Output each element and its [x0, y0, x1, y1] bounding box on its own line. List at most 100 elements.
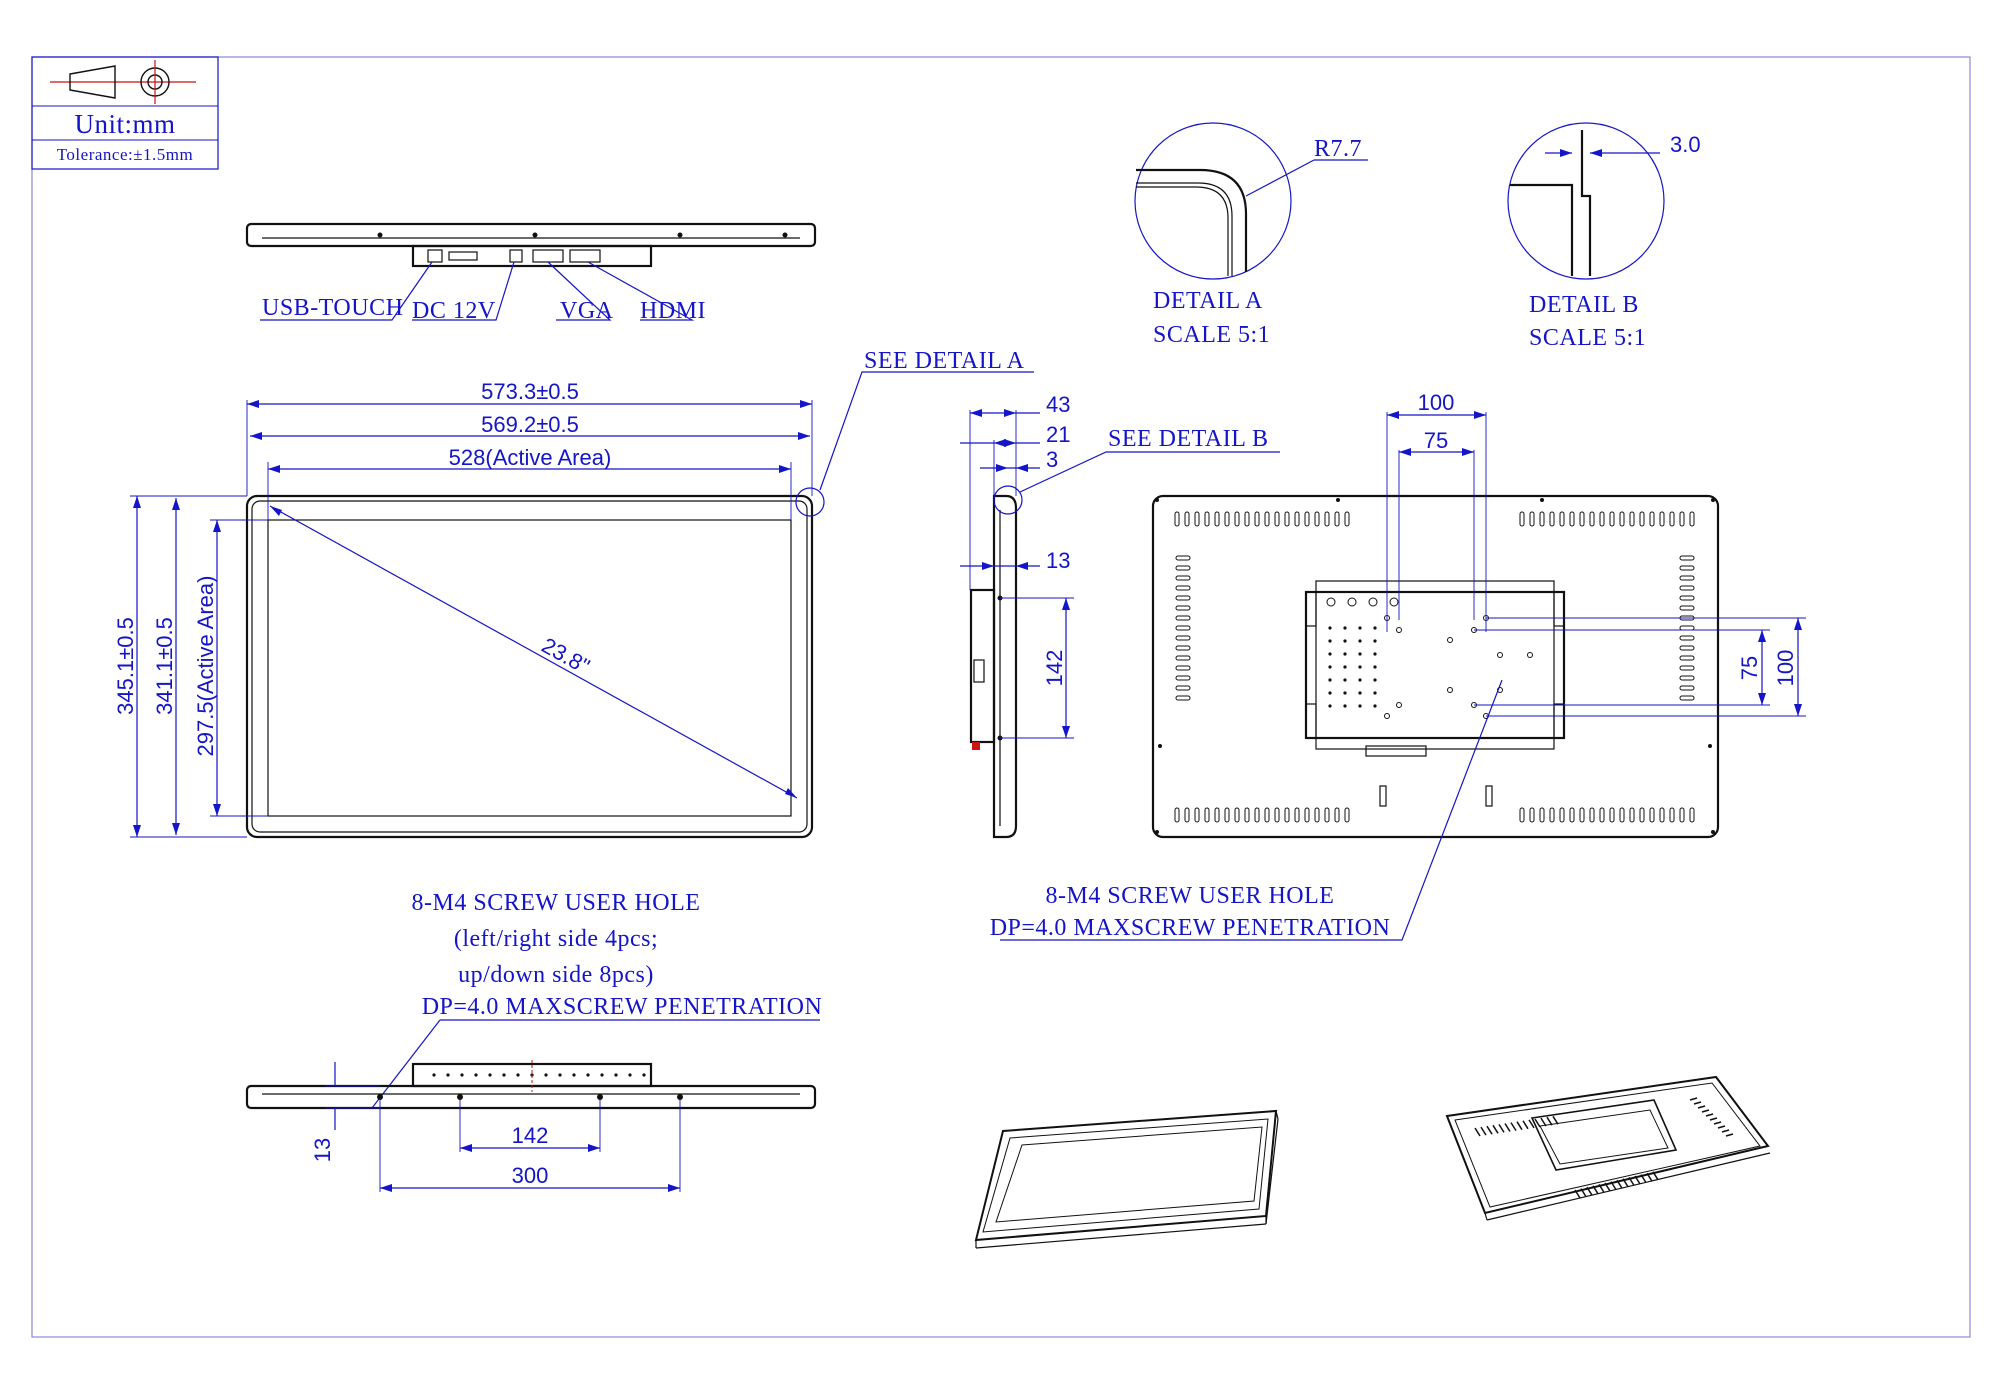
vent-slot — [1679, 605, 1695, 611]
hdmi-port — [569, 249, 601, 263]
iso-vent — [1580, 1188, 1587, 1197]
vent-slot — [1529, 807, 1535, 823]
bottom-hole — [474, 1073, 478, 1077]
vent-slot — [1679, 555, 1695, 561]
iso-vent — [1552, 1115, 1559, 1125]
bracket-hole — [1343, 704, 1347, 708]
side-hole-spacing-label: 142 — [1042, 650, 1067, 687]
vent-slot — [1689, 511, 1695, 527]
vent-slot — [1175, 615, 1191, 621]
vent-slot — [1174, 807, 1180, 823]
iso-vent — [1721, 1129, 1730, 1133]
vent-slot — [1194, 807, 1200, 823]
width-outer-label: 573.3±0.5 — [481, 379, 579, 404]
active-area — [267, 519, 792, 817]
bracket-hole — [1328, 678, 1332, 682]
vent-slot — [1649, 511, 1655, 527]
iso-vent — [1701, 1109, 1710, 1113]
vent-slot — [1214, 511, 1220, 527]
bracket-hole — [1343, 678, 1347, 682]
vent-slot — [1314, 807, 1320, 823]
vent-slot — [1324, 807, 1330, 823]
detail-a-radius-label: R7.7 — [1314, 136, 1362, 162]
hdmi-label: HDMI — [640, 298, 706, 324]
detail-a-title: DETAIL A — [1153, 288, 1263, 314]
width-active-label: 528(Active Area) — [449, 445, 612, 470]
iso-vent — [1610, 1181, 1617, 1190]
vent-slot — [1334, 807, 1340, 823]
iso-vent — [1717, 1125, 1726, 1129]
bracket-hole — [1343, 639, 1347, 643]
vent-slot — [1609, 511, 1615, 527]
bottom-note-line4: DP=4.0 MAXSCREW PENETRATION — [422, 994, 823, 1020]
bottom-bracket-holes — [432, 1060, 646, 1092]
rear-note-line2: DP=4.0 MAXSCREW PENETRATION — [990, 915, 1391, 941]
detail-b-callout-circle — [993, 485, 1023, 515]
top-view-body — [245, 222, 817, 248]
vent-slot — [1174, 511, 1180, 527]
bracket-hole — [1328, 639, 1332, 643]
vent-slot — [1679, 685, 1695, 691]
vent-slot — [1689, 807, 1695, 823]
bracket-hole — [1358, 639, 1362, 643]
vent-slot — [1589, 807, 1595, 823]
vesa-h-inner-label: 75 — [1424, 428, 1448, 453]
bracket-hole — [1373, 652, 1377, 656]
bottom-hole — [586, 1073, 590, 1077]
vent-slot — [1224, 511, 1230, 527]
bracket-hole — [1373, 665, 1377, 669]
corner-screw — [1336, 498, 1340, 502]
diagonal-dimension-line — [269, 505, 798, 799]
vent-slot — [1629, 807, 1635, 823]
iso-vent — [1725, 1133, 1734, 1137]
vent-slot — [1599, 807, 1605, 823]
tolerance-label: Tolerance:±1.5mm — [57, 145, 194, 164]
bottom-hole — [558, 1073, 562, 1077]
rear-note-line1: 8-M4 SCREW USER HOLE — [1046, 883, 1335, 909]
vent-slot — [1569, 511, 1575, 527]
vent-slot — [1669, 807, 1675, 823]
iso-vent — [1486, 1125, 1493, 1135]
detail-b-circle — [1507, 122, 1665, 280]
vent-slot — [1344, 511, 1350, 527]
vesa-hole — [1396, 627, 1402, 633]
vent-slot — [1679, 511, 1685, 527]
vent-slot — [1559, 511, 1565, 527]
bottom-hole — [432, 1073, 436, 1077]
unit-label: Unit:mm — [74, 109, 175, 139]
vent-slot — [1649, 807, 1655, 823]
corner-screw — [1155, 498, 1159, 502]
vent-slot — [1274, 511, 1280, 527]
detail-b: 3.0 DETAIL B SCALE 5:1 — [1507, 122, 1701, 351]
vent-slot — [1539, 807, 1545, 823]
vesa-hole — [1447, 637, 1453, 643]
vent-slot — [1194, 511, 1200, 527]
vent-slot — [1175, 575, 1191, 581]
bracket-hole — [1373, 626, 1377, 630]
height-inner-label: 341.1±0.5 — [152, 617, 177, 715]
iso-vent — [1546, 1116, 1553, 1126]
bracket-hole — [1373, 704, 1377, 708]
vent-slot — [1619, 511, 1625, 527]
vent-slot — [1559, 807, 1565, 823]
vent-slot — [1284, 511, 1290, 527]
vent-slot — [1599, 511, 1605, 527]
bracket-hole — [1328, 652, 1332, 656]
vent-slot — [1669, 511, 1675, 527]
vent-slot — [1549, 511, 1555, 527]
dc-12v-label: DC 12V — [412, 298, 496, 324]
vent-slot — [1214, 807, 1220, 823]
vent-slot — [1175, 555, 1191, 561]
vent-slot — [1324, 511, 1330, 527]
iso-vent — [1480, 1126, 1487, 1136]
usb-touch-port — [427, 249, 443, 263]
vent-slot — [1549, 807, 1555, 823]
vent-slot — [1175, 695, 1191, 701]
vent-slot — [1659, 511, 1665, 527]
bracket-hole — [1343, 665, 1347, 669]
iso-vent — [1713, 1121, 1722, 1125]
iso-vent — [1592, 1185, 1599, 1195]
vent-slot — [1184, 807, 1190, 823]
vent-slot — [1244, 511, 1250, 527]
vesa-hole — [1447, 687, 1453, 693]
